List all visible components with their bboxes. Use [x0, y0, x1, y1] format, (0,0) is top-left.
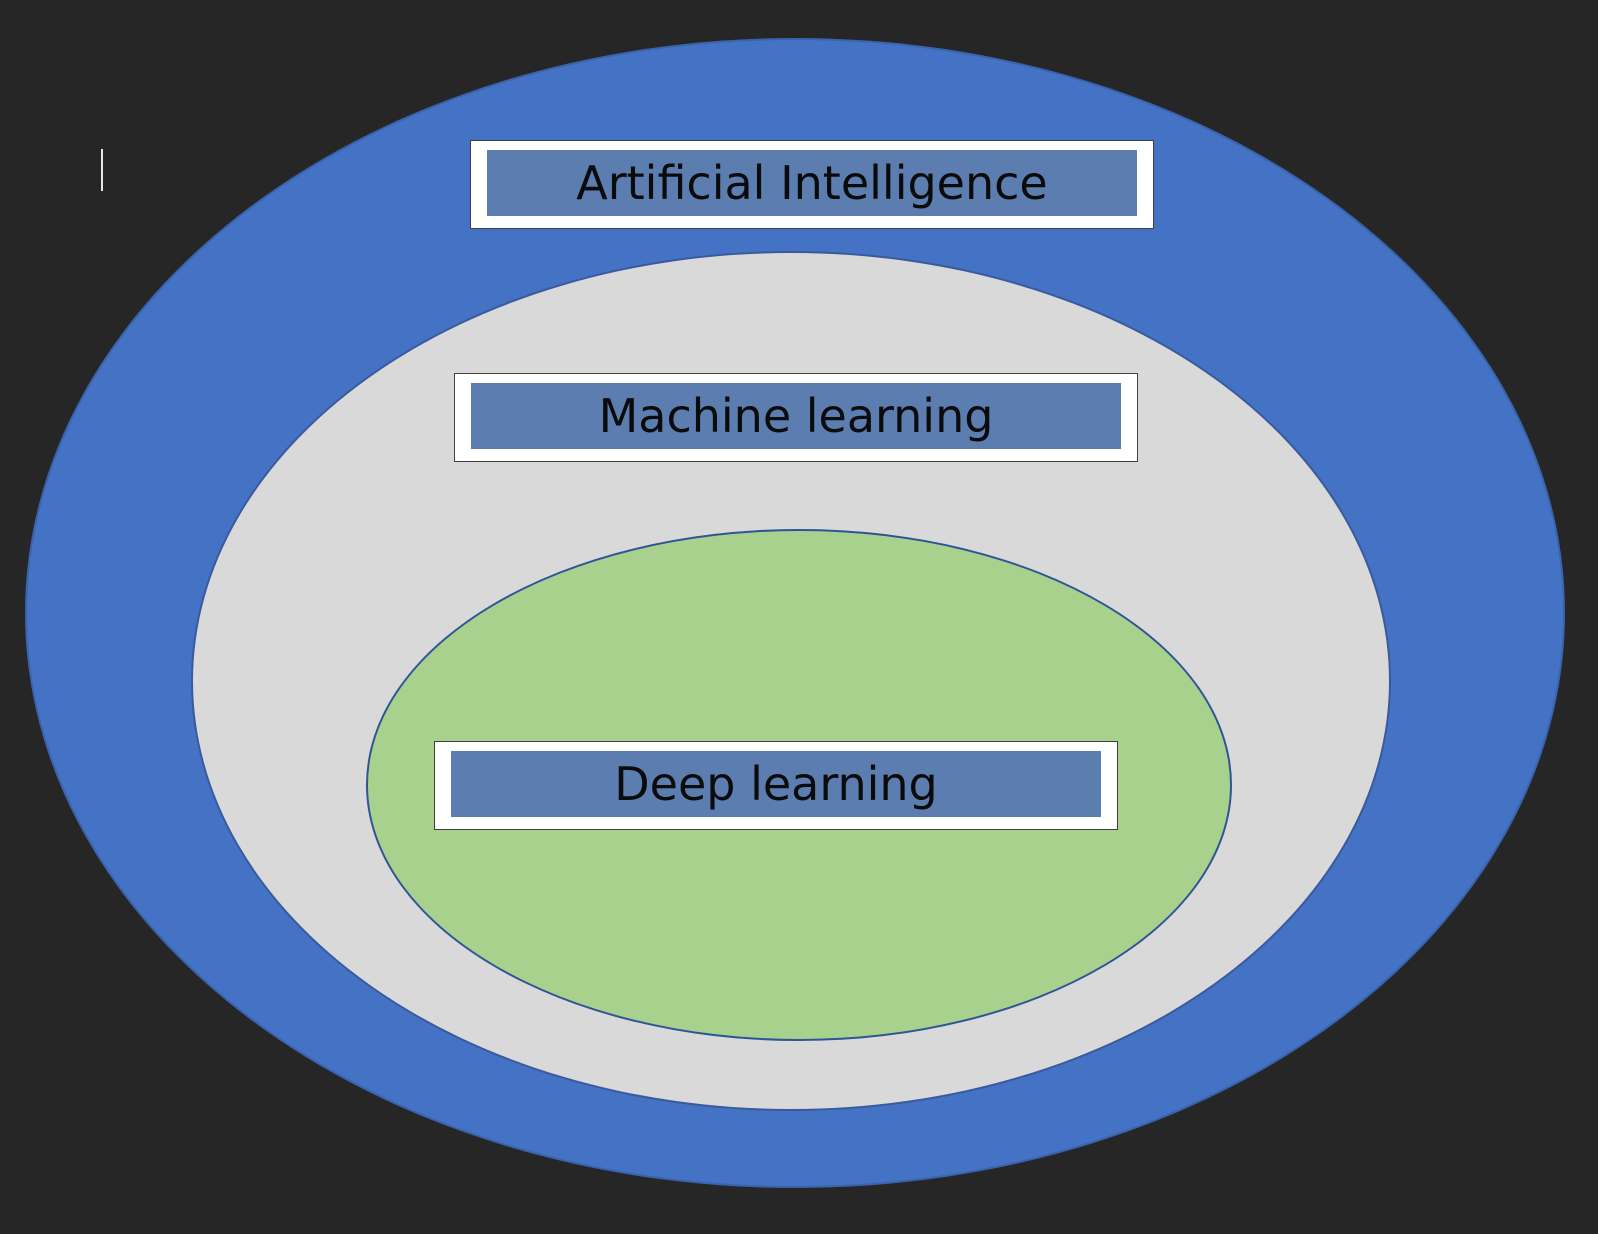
ai-label-box[interactable]: Artificial Intelligence — [470, 140, 1154, 229]
text-cursor — [101, 149, 103, 191]
dl-label-fill: Deep learning — [451, 751, 1101, 817]
ml-label-fill: Machine learning — [471, 383, 1121, 449]
ai-label: Artificial Intelligence — [576, 156, 1048, 210]
dl-label: Deep learning — [614, 757, 938, 811]
dl-label-box[interactable]: Deep learning — [434, 741, 1118, 830]
ml-label: Machine learning — [598, 389, 994, 443]
ai-label-fill: Artificial Intelligence — [487, 150, 1137, 216]
ml-label-box[interactable]: Machine learning — [454, 373, 1138, 462]
